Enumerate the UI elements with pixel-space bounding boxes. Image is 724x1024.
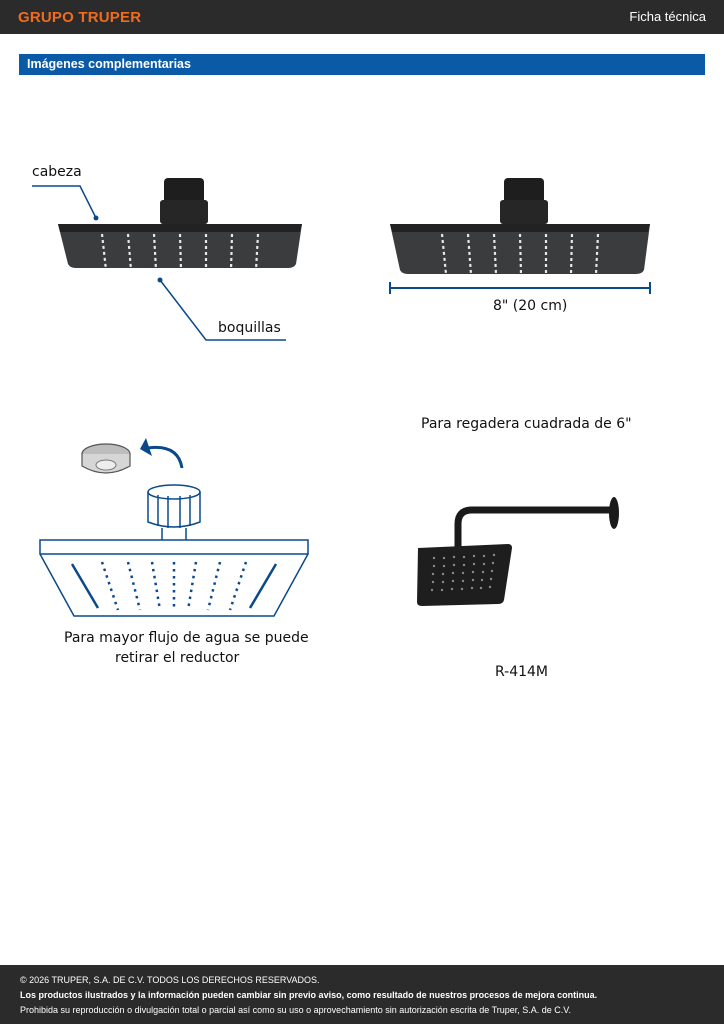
document-type: Ficha técnica xyxy=(629,9,706,24)
footer-notice: Los productos ilustrados y la informació… xyxy=(20,990,598,1000)
reducer-caption-line1: Para mayor flujo de agua se puede xyxy=(64,630,309,646)
label-head: cabeza xyxy=(32,164,82,180)
section-header: Imágenes complementarias xyxy=(19,54,705,75)
arm-title: Para regadera cuadrada de 6" xyxy=(421,416,632,432)
footer: © 2026 TRUPER, S.A. DE C.V. TODOS LOS DE… xyxy=(0,965,724,1024)
shower-head-dimension-figure xyxy=(389,178,651,294)
footer-copyright: © 2026 TRUPER, S.A. DE C.V. TODOS LOS DE… xyxy=(20,975,320,985)
shower-head-parts-figure xyxy=(32,178,302,341)
label-nozzles: boquillas xyxy=(218,320,281,336)
product-model: R-414M xyxy=(495,664,549,680)
brand-logo: GRUPO TRUPER xyxy=(18,9,142,26)
shower-arm-product-figure xyxy=(417,497,619,606)
footer-legal: Prohibida su reproducción o divulgación … xyxy=(20,1005,571,1015)
label-dimension: 8" (20 cm) xyxy=(493,298,568,314)
reducer-removal-figure xyxy=(39,438,309,617)
reducer-caption-line2: retirar el reductor xyxy=(115,650,240,666)
top-header-bar: GRUPO TRUPER Ficha técnica xyxy=(0,0,724,34)
section-title: Imágenes complementarias xyxy=(27,57,191,71)
